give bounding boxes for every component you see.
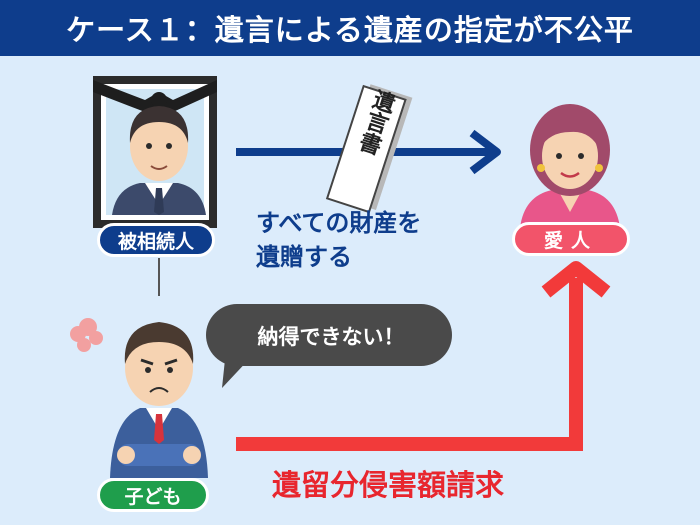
child-figure <box>110 322 208 478</box>
lover-figure <box>520 104 620 228</box>
will-document: 遺言書 <box>325 84 413 214</box>
child-label: 子ども <box>97 478 209 512</box>
claim-text: 遺留分侵害額請求 <box>272 468 505 502</box>
memorial-portrait <box>93 76 217 228</box>
diagram-art: 遺言書 <box>70 76 620 478</box>
transfer-text-line2: 遺贈する <box>256 243 352 271</box>
deceased-label: 被相続人 <box>97 223 215 257</box>
transfer-text-line1: すべての財産を <box>256 209 422 237</box>
speech-bubble-text: 納得できない！ <box>257 325 405 349</box>
speech-bubble <box>206 304 452 388</box>
claim-arrow-line <box>236 278 583 451</box>
page-title: ケース１：遺言による遺産の指定が不公平 <box>0 0 700 56</box>
lover-label: 愛人 <box>512 222 630 256</box>
anger-puff-icon <box>70 318 103 352</box>
claim-arrow-head <box>541 261 611 298</box>
bequest-arrow-head <box>469 129 501 175</box>
